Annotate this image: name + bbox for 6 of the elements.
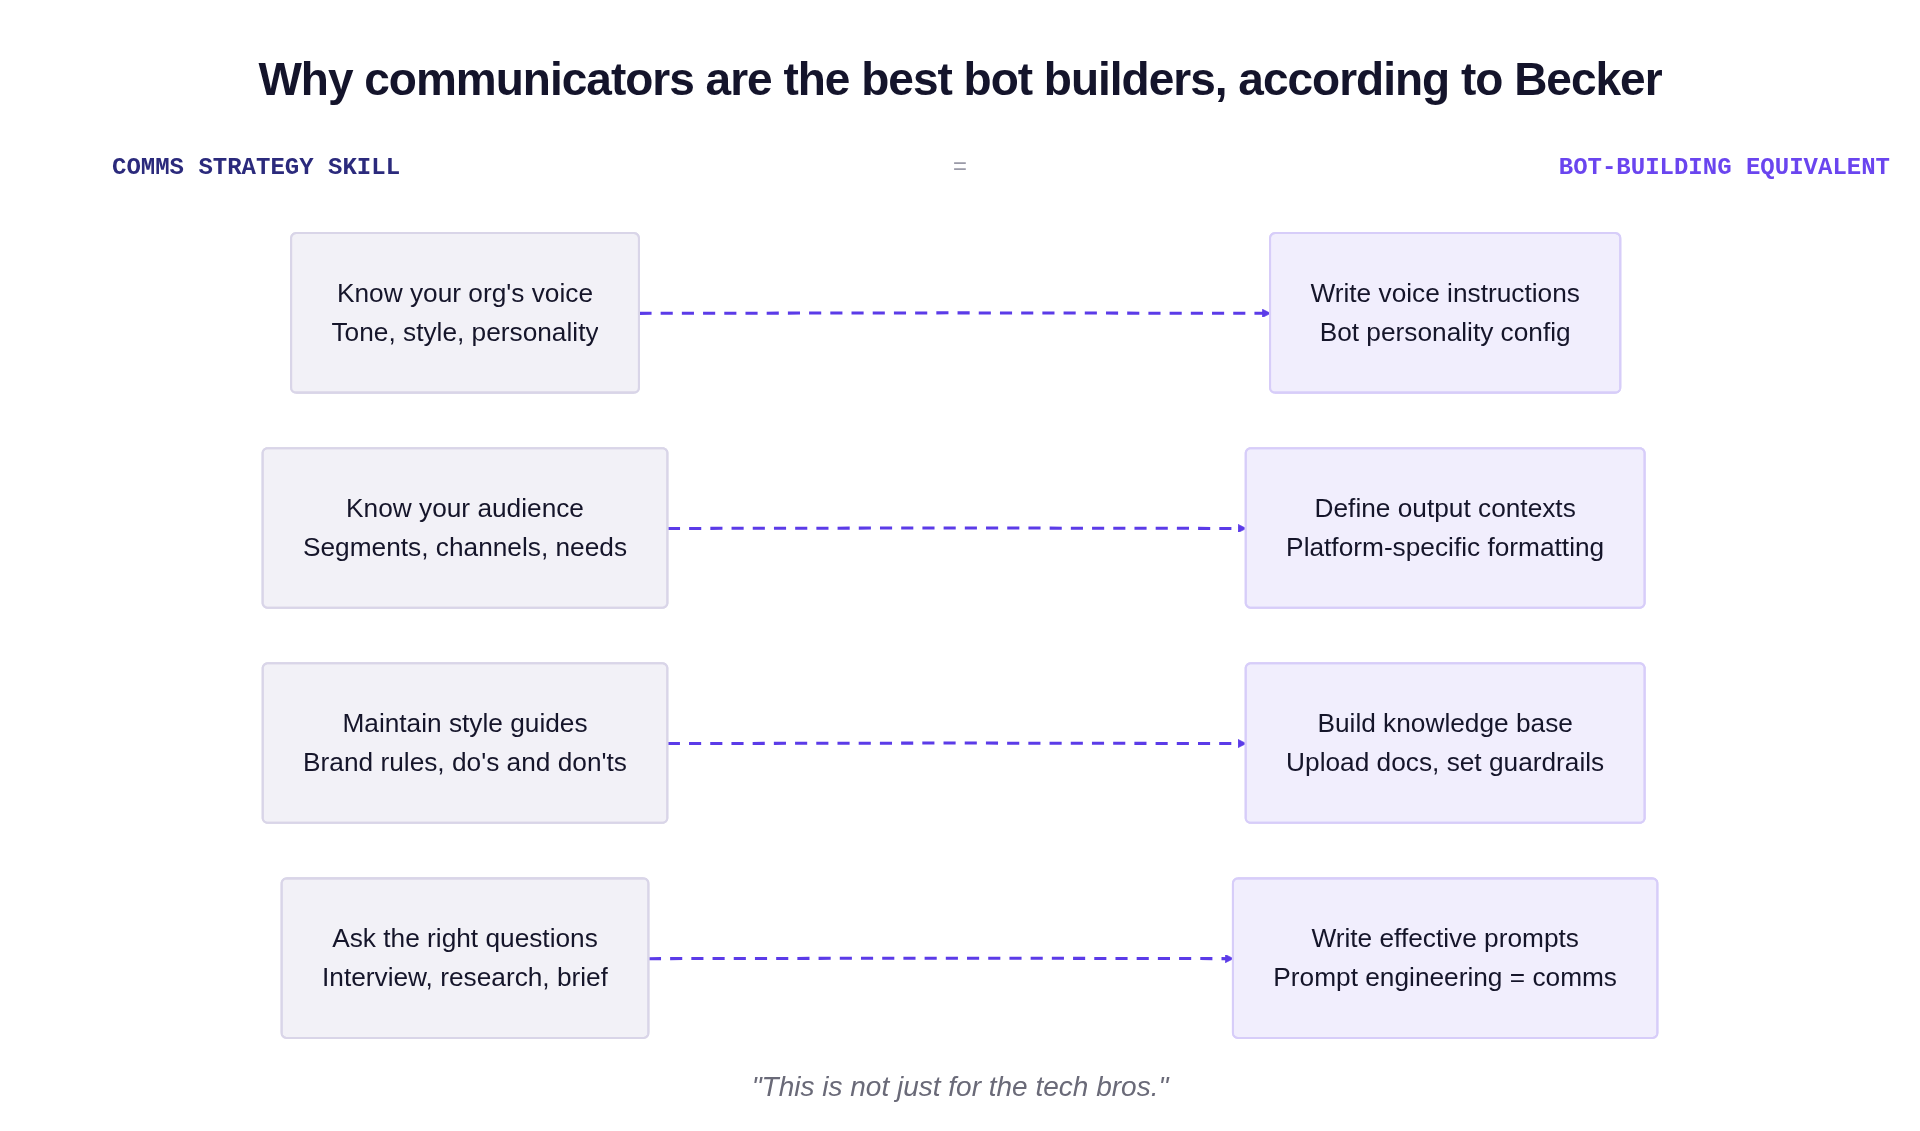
column-header: COMMS STRATEGY SKILL — [112, 154, 401, 181]
caption: "This is not just for the tech bros." — [750, 1071, 1171, 1103]
title: Why communicators are the best bot builders, according to Becker — [257, 52, 1663, 106]
arrow — [639, 308, 1271, 318]
equals-sign: = — [952, 154, 968, 181]
column-header: BOT-BUILDING EQUIVALENT — [1558, 154, 1890, 181]
